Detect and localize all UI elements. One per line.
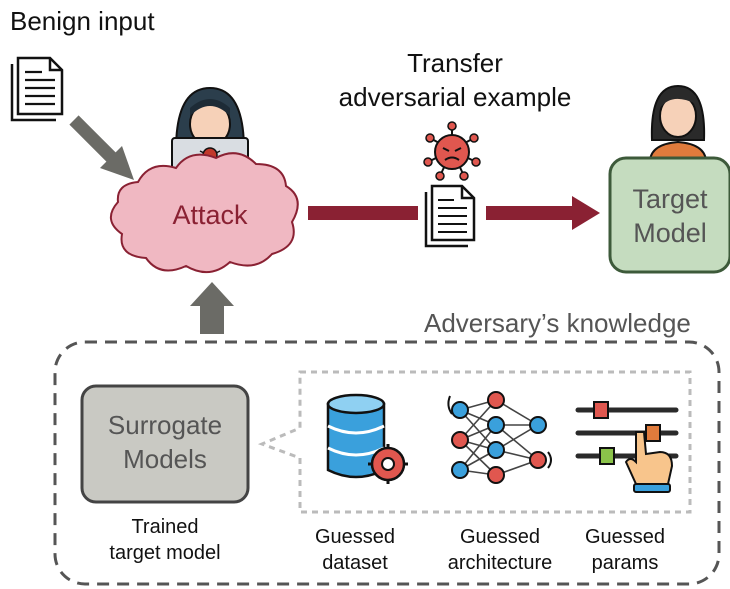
transfer-label-line1: Transfer (407, 48, 503, 78)
dataset-label-line2: dataset (322, 552, 388, 574)
surrogate-label-line1: Surrogate (107, 410, 223, 440)
database-icon (326, 393, 408, 484)
trained-label-line2: target model (109, 542, 221, 564)
transfer-label-line2: adversarial example (338, 82, 572, 112)
arch-label-line1: Guessed (459, 526, 541, 548)
target-model-box (608, 156, 730, 274)
target-label-line1: Target (632, 184, 708, 214)
benign-document-icon (10, 56, 64, 122)
arch-label-line2: architecture (447, 552, 553, 574)
neural-network-icon (447, 391, 552, 484)
dataset-label-line1: Guessed (314, 526, 396, 548)
adversarial-document-icon (418, 180, 486, 248)
knowledge-container (53, 340, 721, 586)
attack-label: Attack (172, 200, 248, 230)
hacker-icon (171, 86, 249, 173)
knowledge-to-attack-arrow (190, 282, 234, 334)
knowledge-title: Adversary’s knowledge (424, 308, 691, 338)
params-label-line2: params (591, 552, 659, 574)
trained-label-line1: Trained (131, 516, 199, 538)
surrogate-label-line2: Models (123, 444, 207, 474)
surrogate-models-label: Surrogate Models (82, 408, 248, 476)
trained-target-label: Trained target model (82, 514, 248, 566)
guessed-architecture-label: Guessed architecture (430, 524, 570, 576)
user-icon (648, 84, 708, 161)
benign-input-label: Benign input (10, 6, 155, 36)
guessed-params-label: Guessed params (570, 524, 680, 576)
surrogate-models-box (80, 384, 250, 504)
transfer-label: Transfer adversarial example (290, 46, 620, 114)
virus-icon (423, 121, 481, 181)
guessed-dataset-label: Guessed dataset (300, 524, 410, 576)
sliders-icon (575, 401, 679, 493)
benign-to-attack-arrow (69, 115, 134, 180)
guessed-knowledge-container (257, 370, 692, 514)
target-model-label: Target Model (610, 182, 730, 250)
params-label-line1: Guessed (584, 526, 666, 548)
attack-cloud (110, 152, 299, 273)
target-label-line2: Model (633, 218, 707, 248)
